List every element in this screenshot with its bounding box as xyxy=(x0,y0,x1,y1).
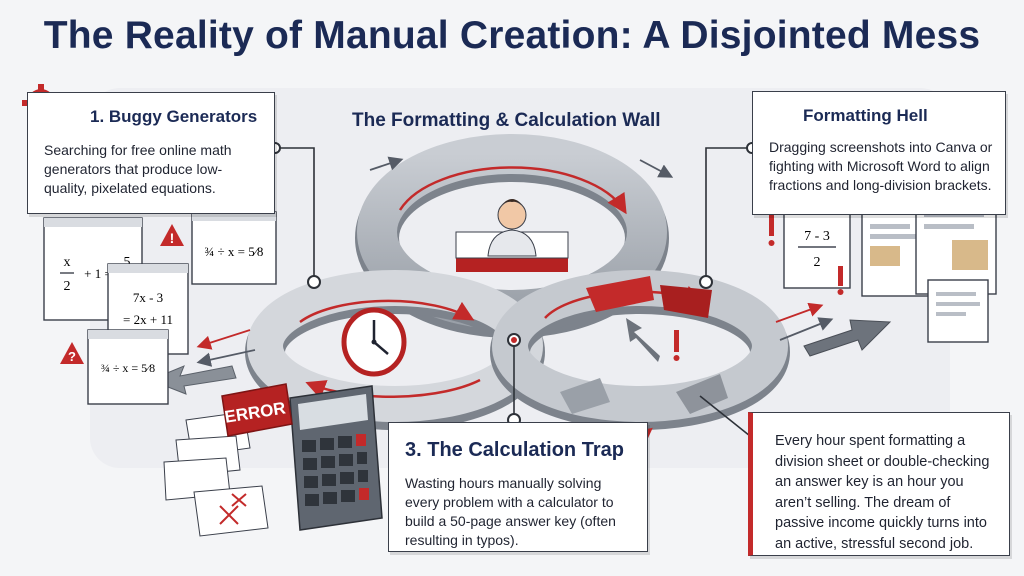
broken-track-pieces xyxy=(560,276,728,414)
eq1-middle: + 1 = xyxy=(84,266,112,281)
page-title: The Reality of Manual Creation: A Disjoi… xyxy=(43,14,981,57)
connector-lines xyxy=(275,147,771,453)
eq5-denominator: 2 xyxy=(814,255,821,270)
buggy-generators-body: Searching for free online math generator… xyxy=(44,142,232,196)
warning-icon-left: ! xyxy=(160,224,184,246)
eq2-line1: 7x - 3 xyxy=(133,290,163,305)
clock-icon xyxy=(341,307,407,377)
eq1-denominator: 2 xyxy=(64,279,71,294)
equation-window-3: ¾ ÷ x = 5⁄8 xyxy=(191,211,277,285)
question-mark: ? xyxy=(68,349,76,364)
buggy-generators-card: 1. Buggy Generators Searching for free o… xyxy=(27,92,275,214)
formatting-hell-card: Formatting Hell Dragging screenshots int… xyxy=(752,91,1006,215)
center-platform xyxy=(455,199,569,272)
conclusion-note-card: Every hour spent formatting a division s… xyxy=(748,412,1010,556)
calculator-icon xyxy=(289,385,383,531)
hub-dot xyxy=(511,337,517,343)
eq2-line2: = 2x + 11 xyxy=(123,312,173,327)
person-icon xyxy=(487,199,537,257)
error-sign: ERROR xyxy=(221,383,293,437)
eq5-numerator: 7 - 3 xyxy=(804,229,830,244)
warning-mark: ! xyxy=(170,230,175,246)
calculation-trap-body: Wasting hours manually solving every pro… xyxy=(405,475,616,548)
eq4-text: ¾ ÷ x = 5⁄8 xyxy=(101,361,155,375)
exclamation-icons xyxy=(673,212,844,361)
eq1-numerator: x xyxy=(64,255,71,270)
formatting-hell-title: Formatting Hell xyxy=(803,106,928,125)
calculation-trap-title: 3. The Calculation Trap xyxy=(405,439,624,461)
equation-window-4: ¾ ÷ x = 5⁄8 xyxy=(87,329,169,405)
eq3-text: ¾ ÷ x = 5⁄8 xyxy=(205,244,264,259)
section-subtitle: The Formatting & Calculation Wall xyxy=(352,110,661,131)
big-gray-arrows xyxy=(148,318,892,395)
calculation-trap-card: 3. The Calculation Trap Wasting hours ma… xyxy=(388,422,648,552)
formatting-hell-body: Dragging screenshots into Canva or fight… xyxy=(769,139,993,193)
eq1-right-numerator: 5 xyxy=(124,255,131,270)
conclusion-note-body: Every hour spent formatting a division s… xyxy=(775,433,990,552)
buggy-generators-title: 1. Buggy Generators xyxy=(90,107,258,126)
question-icon: ? xyxy=(60,342,84,364)
